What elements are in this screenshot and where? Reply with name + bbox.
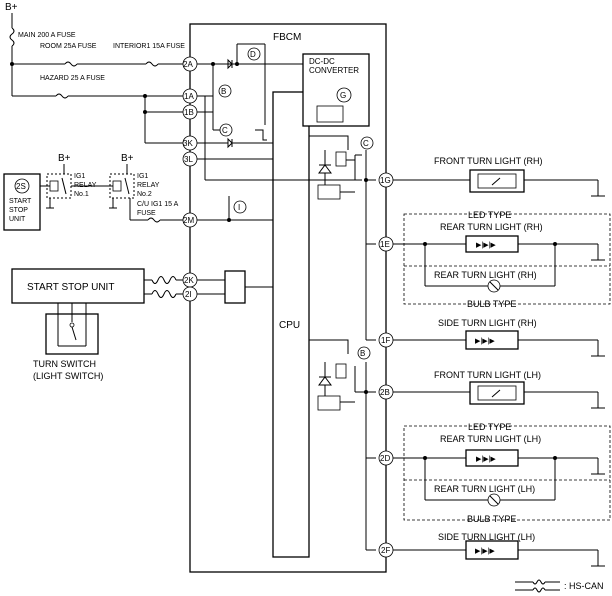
front-turn-light-lh-label: FRONT TURN LIGHT (LH) [434, 370, 541, 380]
dcdc-l2: CONVERTER [309, 66, 359, 75]
start-stop-small-l3: UNIT [9, 216, 26, 223]
start-stop-unit-label: START STOP UNIT [27, 282, 114, 293]
marker-d: D [250, 50, 256, 59]
terminal-1F: 1F [378, 332, 394, 348]
svg-text:2B: 2B [380, 388, 390, 397]
svg-text:3L: 3L [184, 155, 193, 164]
rear-turn-light-lh-bulb-label: REAR TURN LIGHT (LH) [434, 484, 535, 494]
svg-text:2D: 2D [380, 454, 390, 463]
start-stop-connector: 2S [16, 182, 26, 191]
side-turn-light-lh-label: SIDE TURN LIGHT (LH) [438, 532, 535, 542]
marker-c-right: C [363, 139, 369, 148]
fbcm-label: FBCM [273, 32, 301, 43]
turn-switch-l2: (LIGHT SWITCH) [33, 371, 103, 381]
cpu-box [272, 91, 310, 558]
room-fuse-label: ROOM 25A FUSE [40, 43, 97, 50]
lh-lights: FRONT TURN LIGHT (LH) LED TYPE BULB TYPE… [393, 370, 611, 567]
svg-text:2M: 2M [183, 216, 194, 225]
hs-can-legend-label: : HS-CAN [564, 581, 604, 591]
bulb-type-rh: BULB TYPE [467, 299, 516, 309]
terminal-1B: 1B [182, 104, 198, 120]
ig1-relay-no1-l3: No.1 [74, 191, 89, 198]
svg-text:2I: 2I [185, 290, 192, 299]
marker-i: I [238, 203, 240, 212]
ig1-relay-no2-l1: IG1 [137, 173, 148, 180]
b-plus-relay1: B+ [58, 153, 71, 164]
marker-b-right: B [360, 349, 365, 358]
rear-rh-type-box [403, 213, 611, 305]
hs-can-legend: : HS-CAN [515, 579, 604, 593]
svg-text:1F: 1F [381, 336, 390, 345]
svg-text:2F: 2F [381, 546, 390, 555]
rear-lh-type-box [403, 425, 611, 521]
fbcm: FBCM CPU DC-DC CONVERTER G D B C [182, 23, 394, 573]
rear-rh-led-symbol: ▶|▶|▶ [476, 242, 496, 249]
start-stop-small-l2: STOP [9, 207, 28, 214]
terminal-2A: 2A [182, 56, 198, 72]
terminal-2M: 2M [182, 212, 198, 228]
terminal-1G: 1G [378, 172, 394, 188]
ig1-relay-no1-l1: IG1 [74, 173, 85, 180]
b-plus-relay2: B+ [121, 153, 134, 164]
start-stop-small-l1: START [9, 198, 32, 205]
ig1-relay-no2-l3: No.2 [137, 191, 152, 198]
side-lh-symbol: ▶|▶|▶ [475, 548, 495, 555]
side-turn-light-rh-label: SIDE TURN LIGHT (RH) [438, 318, 537, 328]
start-stop-and-switch: START STOP UNIT TURN SWITCH (LIGHT SWITC… [11, 268, 183, 381]
rh-lights: FRONT TURN LIGHT (RH) LED TYPE BULB TYPE… [393, 156, 611, 357]
terminal-2F: 2F [378, 542, 394, 558]
terminal-3K: 3K [182, 135, 198, 151]
terminal-1A: 1A [182, 88, 198, 104]
terminal-2K: 2K [182, 272, 198, 288]
rear-turn-light-rh-bulb-label: REAR TURN LIGHT (RH) [434, 270, 537, 280]
b-plus-main: B+ [5, 2, 18, 13]
svg-text:1B: 1B [184, 108, 194, 117]
cpu-label: CPU [279, 320, 300, 331]
bulb-type-lh: BULB TYPE [467, 514, 516, 524]
rear-lh-led-symbol: ▶|▶|▶ [476, 456, 496, 463]
terminal-2I: 2I [182, 286, 198, 302]
relay-section: 2S START STOP UNIT B+ IG1 RELAY No.1 B+ … [3, 153, 183, 231]
cu-ig1-fuse-l2: FUSE [137, 210, 156, 217]
front-turn-light-rh-label: FRONT TURN LIGHT (RH) [434, 156, 543, 166]
power-supply: B+ MAIN 200 A FUSE ROOM 25A FUSE INTERIO… [5, 2, 185, 144]
cu-ig1-fuse-l1: C/U IG1 15 A [137, 201, 179, 208]
turn-switch-l1: TURN SWITCH [33, 359, 96, 369]
interior1-fuse-label: INTERIOR1 15A FUSE [113, 43, 185, 50]
terminal-3L: 3L [182, 151, 198, 167]
led-type-rh: LED TYPE [468, 210, 511, 220]
marker-b-top: B [221, 87, 226, 96]
ig1-relay-no2-l2: RELAY [137, 182, 160, 189]
main-fuse-label: MAIN 200 A FUSE [18, 32, 76, 39]
svg-text:3K: 3K [183, 139, 193, 148]
start-stop-unit [11, 268, 145, 304]
svg-text:1A: 1A [184, 92, 194, 101]
svg-text:2K: 2K [184, 276, 194, 285]
marker-c-top: C [222, 126, 228, 135]
rear-turn-light-lh-led-label: REAR TURN LIGHT (LH) [440, 434, 541, 444]
marker-g: G [340, 91, 346, 100]
led-type-lh: LED TYPE [468, 422, 511, 432]
svg-text:1E: 1E [380, 240, 390, 249]
rear-turn-light-rh-led-label: REAR TURN LIGHT (RH) [440, 222, 543, 232]
terminal-2B: 2B [378, 384, 394, 400]
terminal-1E: 1E [378, 236, 394, 252]
hazard-fuse-label: HAZARD 25 A FUSE [40, 75, 105, 82]
svg-text:2A: 2A [183, 60, 193, 69]
side-rh-symbol: ▶|▶|▶ [475, 338, 495, 345]
dcdc-l1: DC-DC [309, 57, 335, 66]
terminal-2D: 2D [378, 450, 394, 466]
svg-text:1G: 1G [380, 176, 391, 185]
